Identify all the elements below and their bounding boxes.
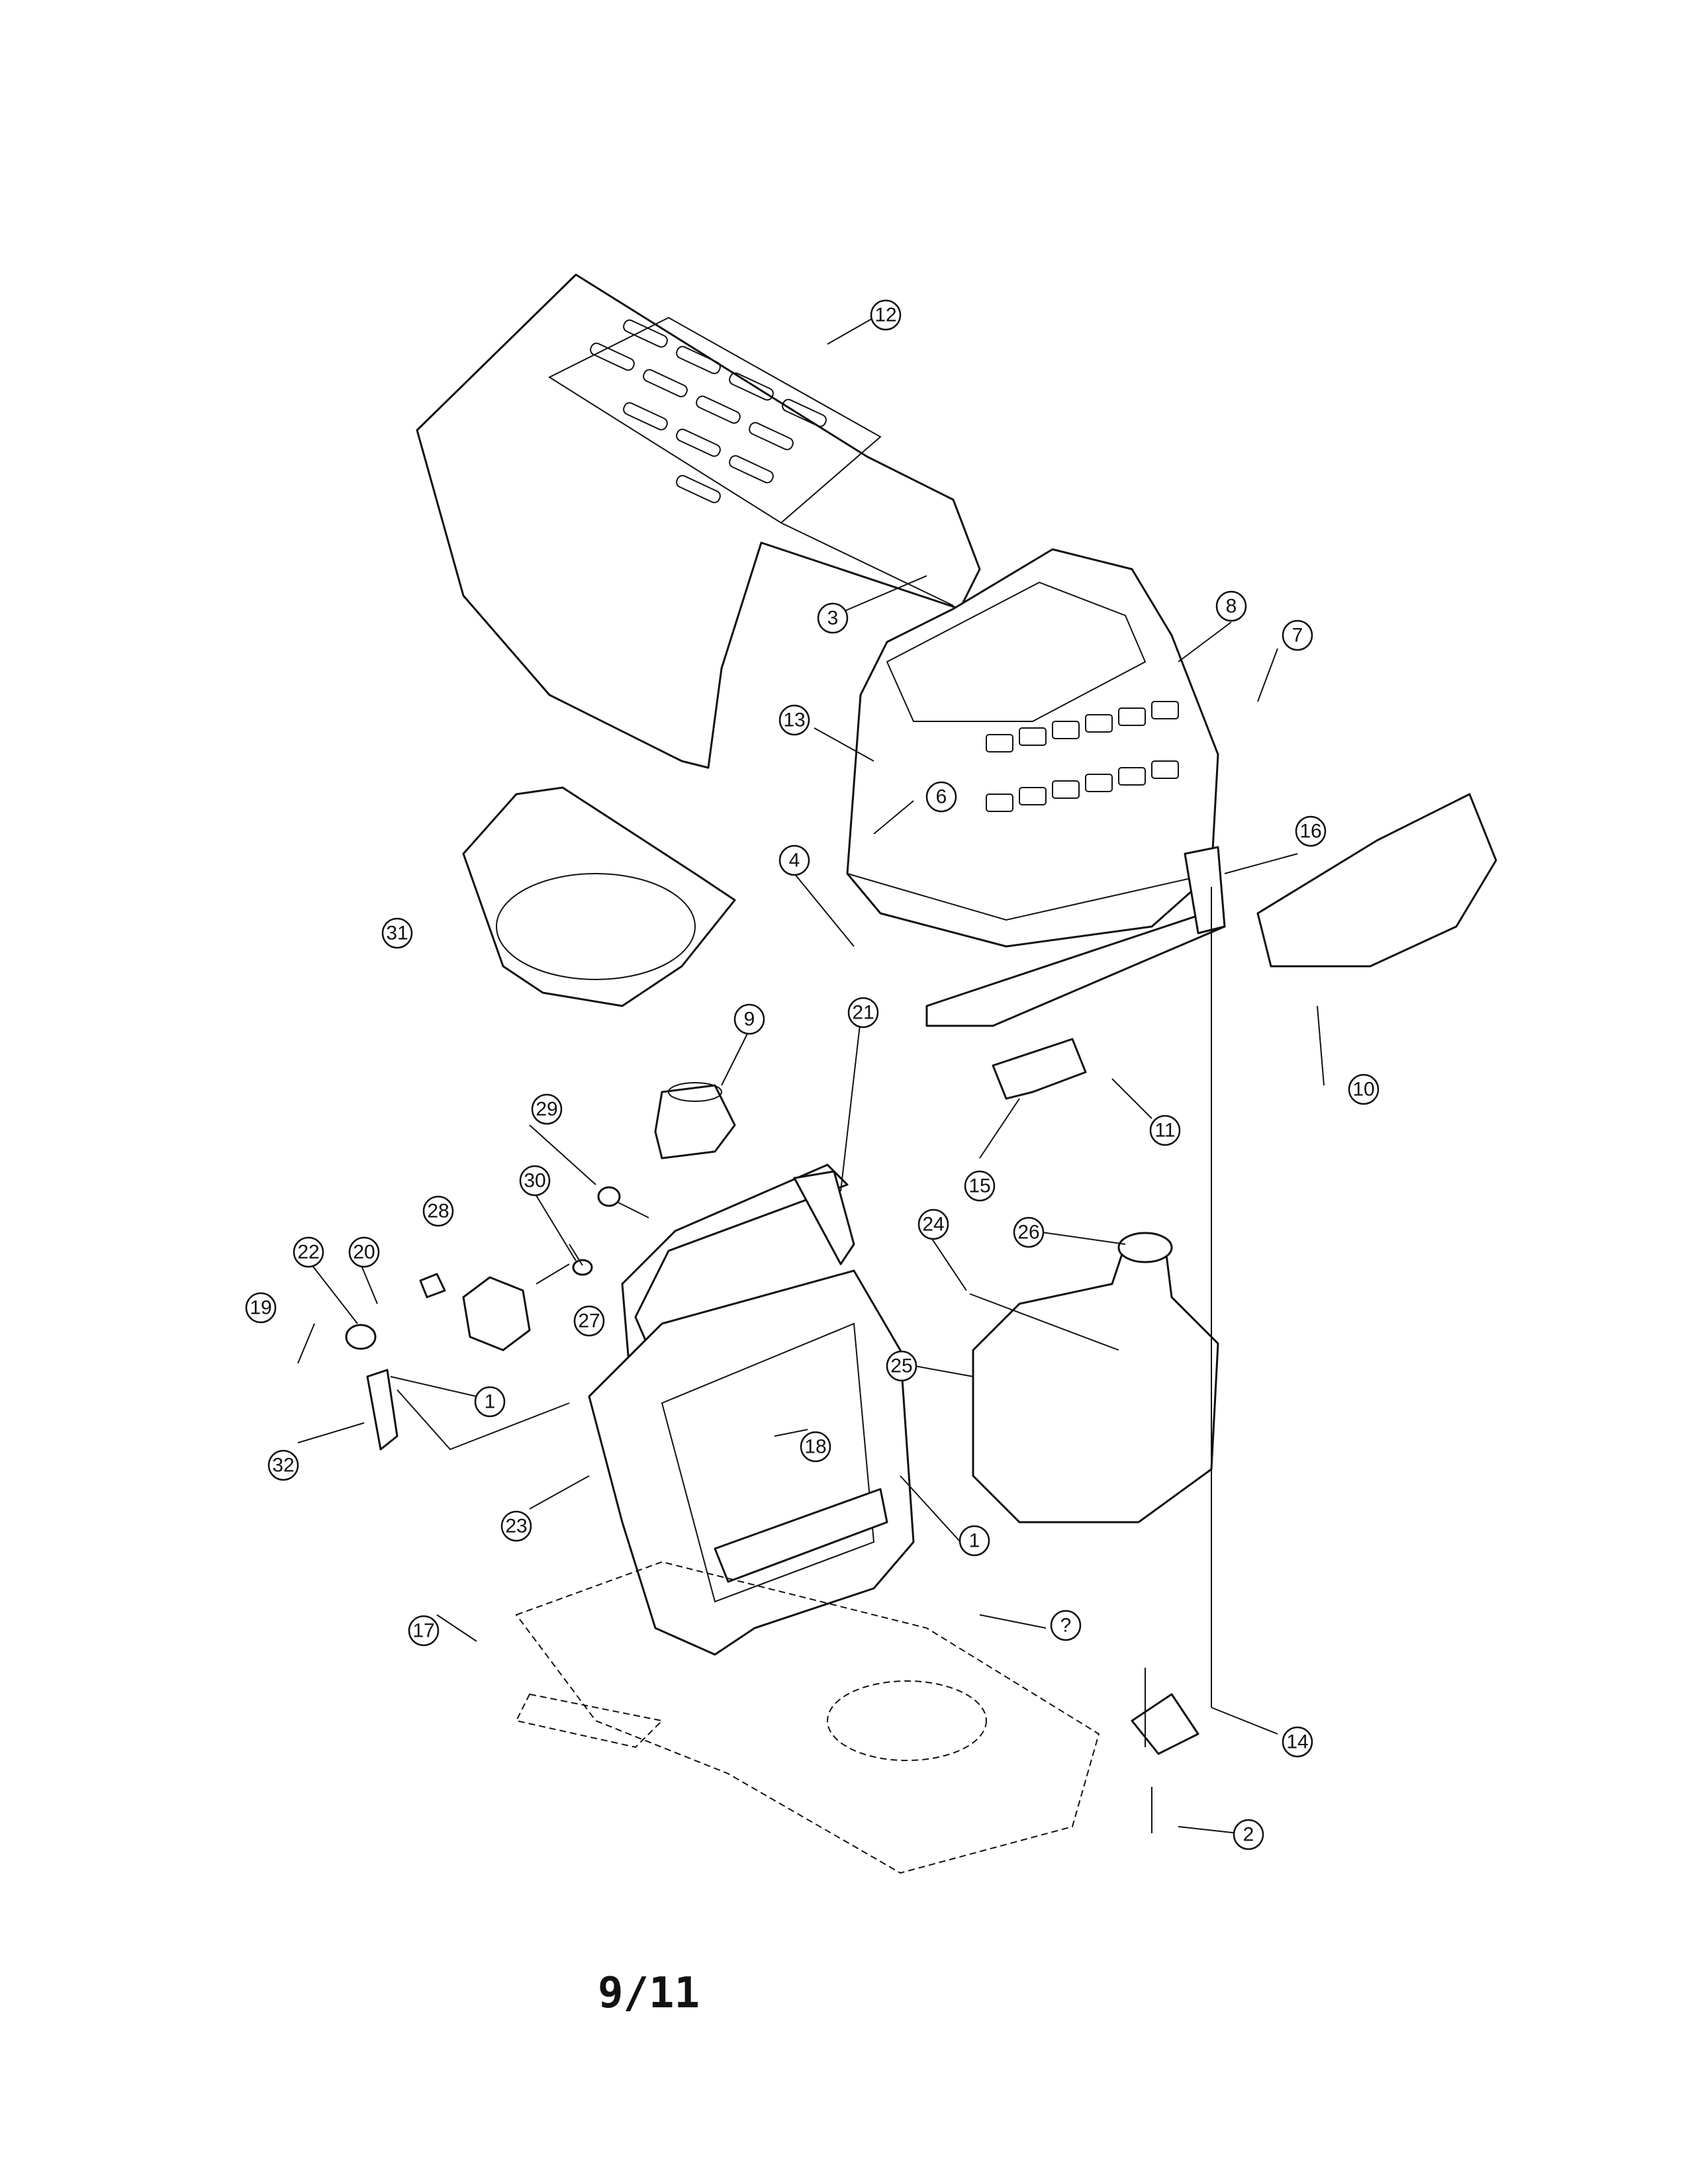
callout-unknown: ?	[1050, 1610, 1082, 1641]
svg-text:32: 32	[272, 1455, 294, 1477]
callout-4: 4	[778, 844, 810, 876]
svg-text:10: 10	[1352, 1079, 1374, 1101]
svg-text:14: 14	[1286, 1731, 1308, 1753]
shroud-part-31	[462, 786, 736, 1007]
svg-text:9: 9	[744, 1009, 755, 1030]
svg-text:28: 28	[427, 1201, 449, 1222]
page-number: 9/11	[597, 1969, 700, 2018]
dash-tower-part-23	[588, 1269, 915, 1656]
fuel-cap-part-26	[1117, 1232, 1173, 1263]
callout-15: 15	[964, 1170, 996, 1202]
svg-text:17: 17	[412, 1620, 434, 1642]
svg-text:21: 21	[852, 1002, 874, 1024]
svg-text:?: ?	[1060, 1615, 1072, 1637]
svg-text:24: 24	[922, 1214, 944, 1236]
callout-9: 9	[733, 1003, 765, 1035]
callout-1b: 1	[959, 1525, 990, 1557]
callout-11: 11	[1149, 1115, 1181, 1146]
fuel-tank-part-25	[972, 1234, 1219, 1524]
svg-text:29: 29	[536, 1099, 557, 1120]
svg-text:26: 26	[1017, 1222, 1039, 1244]
callout-10: 10	[1348, 1073, 1380, 1105]
svg-text:6: 6	[936, 786, 947, 808]
switch-bracket-part-32	[366, 1369, 399, 1451]
callout-25: 25	[886, 1350, 917, 1382]
svg-text:16: 16	[1299, 821, 1321, 842]
callout-8: 8	[1215, 590, 1247, 622]
svg-text:31: 31	[386, 923, 408, 944]
svg-text:13: 13	[783, 709, 805, 731]
callout-22: 22	[293, 1236, 324, 1268]
callout-18: 18	[800, 1431, 831, 1463]
bracket-part-16	[925, 846, 1226, 1027]
callout-21: 21	[847, 997, 879, 1028]
svg-text:19: 19	[250, 1297, 271, 1319]
svg-text:4: 4	[789, 850, 800, 872]
svg-text:1: 1	[969, 1530, 980, 1552]
callout-30: 30	[519, 1165, 551, 1197]
callout-24: 24	[917, 1208, 949, 1240]
frame-assembly	[515, 1561, 1100, 1874]
key-part-28	[419, 1273, 446, 1298]
svg-text:27: 27	[578, 1310, 600, 1332]
svg-text:18: 18	[804, 1436, 826, 1458]
callout-2: 2	[1233, 1819, 1264, 1850]
hood-part-12	[416, 273, 981, 769]
svg-text:7: 7	[1292, 625, 1303, 647]
svg-text:25: 25	[890, 1355, 912, 1377]
callout-1a: 1	[474, 1386, 506, 1418]
svg-text:12: 12	[874, 304, 896, 326]
callout-7: 7	[1282, 619, 1313, 651]
callout-20: 20	[348, 1236, 380, 1268]
callout-17: 17	[408, 1615, 440, 1647]
callout-12: 12	[870, 299, 902, 331]
callout-26: 26	[1013, 1216, 1045, 1248]
svg-text:1: 1	[485, 1391, 496, 1413]
callout-19: 19	[245, 1292, 277, 1324]
svg-text:23: 23	[505, 1516, 527, 1537]
svg-text:22: 22	[297, 1242, 319, 1263]
callout-31: 31	[381, 917, 413, 949]
callout-6: 6	[925, 781, 957, 813]
bracket-part-15	[992, 1038, 1087, 1100]
callout-27: 27	[573, 1305, 605, 1337]
callout-14: 14	[1282, 1726, 1313, 1758]
knob-part-9	[654, 1082, 736, 1160]
svg-text:8: 8	[1226, 596, 1237, 617]
callout-13: 13	[778, 704, 810, 736]
nut-part-30	[572, 1259, 593, 1276]
callout-28: 28	[422, 1195, 454, 1227]
dash-panel-part-13	[846, 548, 1219, 948]
svg-text:3: 3	[827, 608, 839, 629]
svg-text:11: 11	[1154, 1120, 1175, 1142]
callout-23: 23	[500, 1510, 532, 1542]
callout-32: 32	[267, 1449, 299, 1481]
knob-part-22	[345, 1324, 377, 1350]
strap-part-24	[969, 1293, 1119, 1351]
svg-text:15: 15	[968, 1175, 990, 1197]
bracket-part-14	[1131, 1668, 1199, 1755]
callout-16: 16	[1295, 815, 1327, 847]
grille-part-10	[1256, 793, 1497, 968]
svg-text:30: 30	[524, 1170, 545, 1192]
callout-29: 29	[531, 1093, 563, 1125]
svg-text:2: 2	[1243, 1824, 1254, 1846]
leader-lines	[297, 317, 1325, 1834]
switch-part-27	[462, 1276, 531, 1351]
shaft-part-29	[597, 1186, 649, 1218]
svg-text:20: 20	[353, 1242, 375, 1263]
callout-3: 3	[817, 602, 849, 634]
